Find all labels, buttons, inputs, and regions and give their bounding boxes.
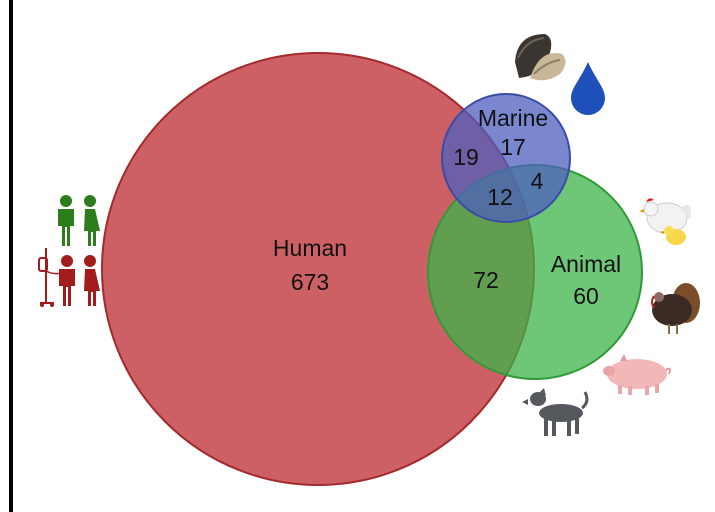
dog-icon: [522, 388, 589, 436]
animal-label: Animal: [551, 251, 621, 277]
marine-label: Marine: [478, 105, 548, 131]
patient-iv-drip-icon: [38, 248, 100, 307]
marine-animal-count: 4: [531, 168, 544, 194]
marine-circle: [441, 93, 571, 223]
animal-only-count: 60: [573, 283, 599, 309]
turkey-icon: [651, 283, 700, 334]
human-only-count: 673: [291, 269, 329, 295]
human-animal-count: 72: [473, 267, 499, 293]
human-label: Human: [273, 235, 347, 261]
chicken-chick-icon: [639, 198, 691, 245]
healthy-people-icon: [58, 195, 100, 246]
mussel-shells-icon: [515, 34, 566, 81]
pig-icon: [603, 354, 671, 395]
human-marine-count: 19: [453, 144, 479, 170]
left-border-line: [9, 0, 13, 512]
water-drop-icon: [571, 62, 605, 115]
marine-only-count: 17: [500, 134, 526, 160]
all-three-count: 12: [487, 184, 513, 210]
